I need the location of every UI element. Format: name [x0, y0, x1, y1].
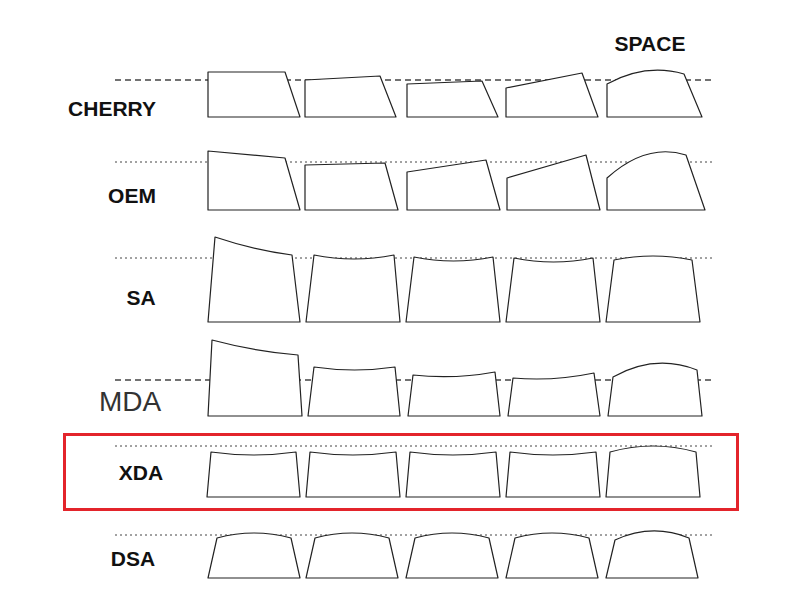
profile-name: XDA	[119, 462, 163, 483]
column-heading: SPACE	[615, 33, 686, 54]
keycap-outline	[606, 256, 700, 322]
profile-name: MDA	[99, 388, 161, 416]
keycap-outline	[607, 152, 705, 210]
keycap-outline	[306, 255, 400, 322]
keycap-outline	[308, 367, 400, 416]
keycap-outline	[406, 257, 500, 322]
keycap-outline	[208, 533, 300, 578]
keycap-outline	[407, 81, 498, 117]
keycap-outline	[208, 72, 300, 117]
keycap-outline	[406, 533, 498, 578]
keycap-outline	[506, 452, 600, 497]
keycap-outline	[606, 446, 700, 497]
profile-name: CHERRY	[68, 98, 156, 119]
reference-line	[115, 535, 712, 536]
keycap-outline	[608, 363, 702, 416]
profile-name: SA	[126, 287, 155, 308]
reference-line	[115, 446, 712, 447]
keycap-outline	[208, 151, 300, 210]
keycap-outline	[607, 70, 702, 117]
keycap-outline	[406, 452, 500, 497]
keycap-outline	[506, 73, 598, 117]
keycap-outline	[408, 372, 500, 416]
keycap-outline	[305, 76, 396, 117]
keycap-outline	[508, 373, 600, 416]
keycap-outline	[207, 452, 300, 497]
keycap-outline	[208, 237, 300, 322]
keycap-outline	[507, 155, 600, 210]
profile-name: DSA	[111, 548, 155, 569]
highlight-box: XDA	[63, 433, 739, 511]
keycap-outline	[305, 163, 398, 210]
keycap-outline	[407, 160, 500, 210]
keycap-outline	[306, 452, 400, 497]
keycap-outline	[506, 533, 598, 578]
reference-line	[115, 162, 712, 163]
keycap-outline	[306, 533, 398, 578]
keycap-outline	[208, 340, 302, 416]
keycap-outline	[506, 258, 600, 322]
profile-name: OEM	[108, 185, 156, 206]
keycap-outline	[606, 531, 698, 578]
